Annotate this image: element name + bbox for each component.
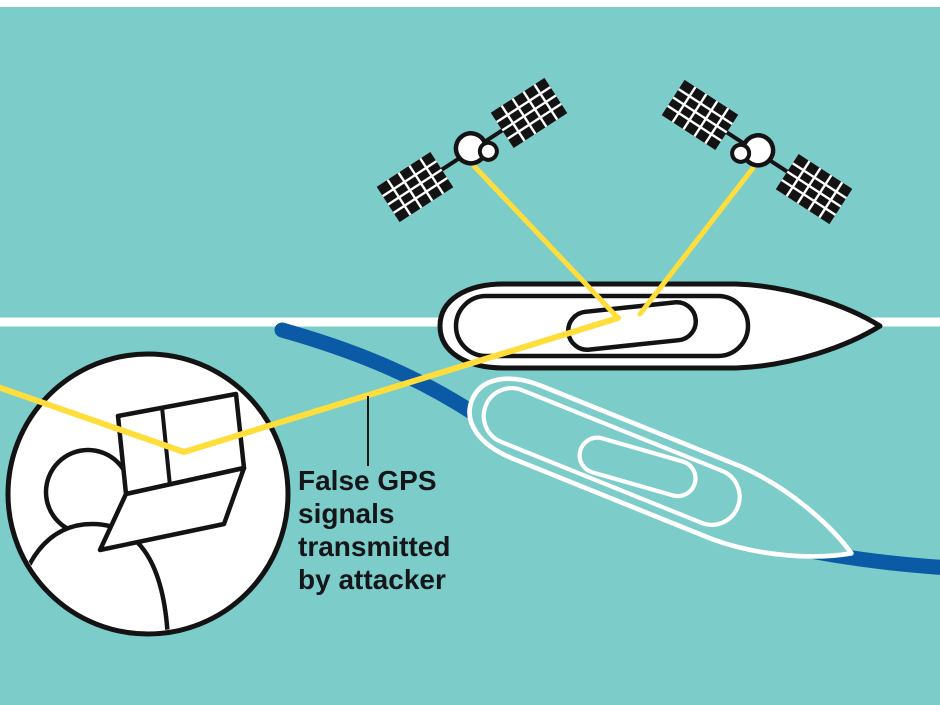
ghost-ship-deck [481,386,742,527]
satellite-left-panel-b [490,77,568,149]
laptop-icon [97,391,247,553]
annotation-line-1: False GPS [298,465,437,496]
ghost-ship-hull [467,376,854,559]
satellite-right-panel-b [775,153,853,225]
annotation-line-3: transmitted [298,531,450,562]
top-strip [0,0,940,7]
ship-deck [453,293,751,359]
laptop-keyboard [97,465,247,553]
satellite-left-antenna [477,140,499,162]
ship-icon [437,281,883,371]
satellite-right-antenna [730,142,752,164]
attacker-person-icon [5,351,291,637]
false-gps-signal-line [0,315,621,455]
satellite-left-panel-a [376,151,454,223]
satellite-right-icon [661,79,853,225]
satellite-left-body [453,131,489,166]
satellite-left-icon [376,77,568,223]
ghost-ship-cabin [577,435,698,499]
annotation-line-2: signals [298,498,394,529]
satellite-right-body [740,133,776,168]
ghost-ship-icon [467,376,854,559]
satellite-right-panel-a [661,79,739,151]
satellite-right-signal-line [637,165,756,317]
annotation-line-4: by attacker [298,564,446,595]
annotation-label: False GPS signals transmitted by attacke… [298,465,450,595]
satellite-left-signal-line [471,163,621,321]
